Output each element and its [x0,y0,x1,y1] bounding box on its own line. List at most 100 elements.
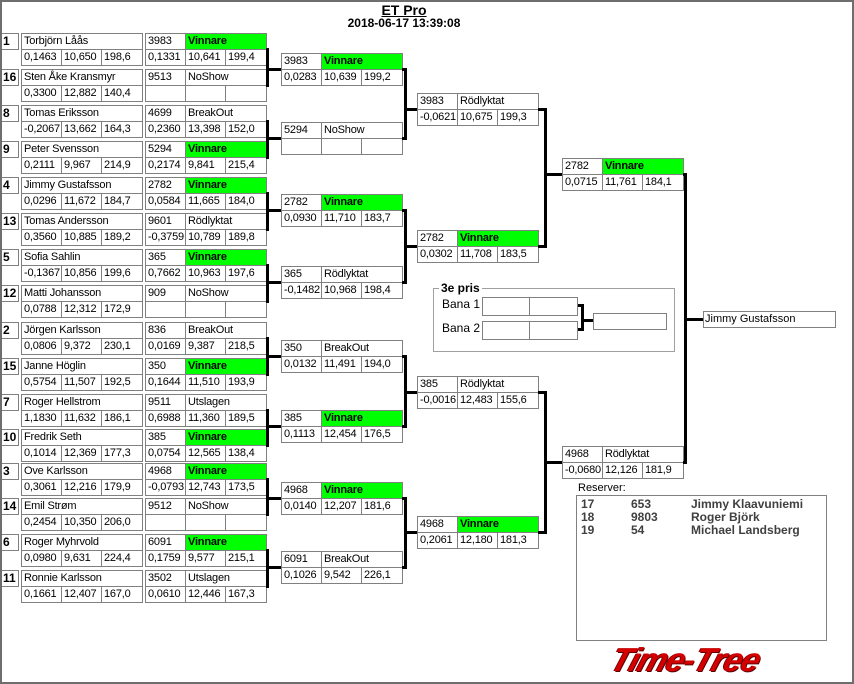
result-stats-row [282,139,402,154]
reserve-position: 18 [581,510,595,524]
lane-1-id-cell [483,298,530,315]
result-elapsed-time: 11,708 [458,247,498,262]
entrant-reaction: 0,3061 [22,480,62,495]
result-elapsed-time: 12,126 [603,463,643,478]
competitor-number: 385 [418,377,458,392]
result-elapsed-time: 12,180 [458,533,498,548]
reserve-id: 54 [631,523,645,537]
entrant-name: Sten Åke Kransmyr [24,71,116,83]
competitor-number: 4968 [282,483,322,498]
seed-number: 6 [2,534,19,551]
entrant-reaction: 0,0788 [22,302,62,317]
result-reaction: -0,1482 [282,283,322,298]
result-stats-row [146,302,266,317]
competitor-number: 6091 [282,552,322,567]
entrant-name-row: Jimmy Gustafsson [22,178,142,194]
seed-number: 11 [2,570,19,587]
seed-number: 7 [2,394,19,411]
result-elapsed-time: 9,387 [186,339,226,354]
seed-number: 4 [2,177,19,194]
entrant-elapsed-time: 11,672 [62,194,102,209]
entrant-reaction: -0,1367 [22,266,62,281]
result-reaction: 0,0283 [282,70,322,85]
entrant-name-row: Ove Karlsson [22,464,142,480]
result-speed: 198,4 [364,284,391,296]
bracket-line [266,68,281,71]
bracket-line [266,409,269,447]
entrant-elapsed-time: 12,407 [62,587,102,602]
result-reaction: 0,7662 [146,266,186,281]
result-reaction: 0,0140 [282,499,322,514]
result-elapsed-time: 12,446 [186,587,226,602]
competitor-number: 350 [146,359,186,374]
bracket-line [544,173,562,176]
result-status: Rödlyktat [460,378,505,390]
seed-number: 9 [2,141,19,158]
result-reaction: 0,2360 [146,122,186,137]
entrant-speed: 172,9 [104,303,131,315]
competitor-number: 3502 [146,571,186,586]
winner-badge: Vinnare [186,464,266,479]
entrant-speed: 164,3 [104,123,131,135]
entrant-speed: 189,2 [104,231,131,243]
result-speed: 199,4 [228,51,255,63]
competitor-number: 3983 [282,54,322,69]
entrant-reaction: 0,3300 [22,86,62,101]
result-elapsed-time: 11,761 [603,175,643,190]
result-speed: 197,6 [228,267,255,279]
competitor-number: 5294 [146,142,186,157]
result-elapsed-time: 11,360 [186,411,226,426]
entrant-name: Peter Svensson [24,143,99,155]
entrant-name-row: Fredrik Seth [22,430,142,446]
entrant-elapsed-time: 9,967 [62,158,102,173]
seed-number: 3 [2,463,19,480]
entrant-name-row: Torbjörn Låås [22,34,142,50]
result-elapsed-time: 12,743 [186,480,226,495]
third-place-result-box [593,313,667,330]
entrant-name: Roger Hellstrom [24,396,101,408]
entrant-name-row: Peter Svensson [22,142,142,158]
winner-badge: Vinnare [603,159,683,174]
reserve-name: Jimmy Klaavuniemi [691,497,804,511]
result-elapsed-time: 10,968 [322,283,362,298]
result-reaction [146,515,186,530]
entrant-reaction: 0,3560 [22,230,62,245]
result-status: Rödlyktat [605,448,650,460]
result-speed: 189,8 [228,231,255,243]
result-reaction [146,86,186,101]
entrant-elapsed-time: 12,882 [62,86,102,101]
entrant-name-row: Jörgen Karlsson [22,323,142,339]
entrant-reaction: 0,0980 [22,551,62,566]
